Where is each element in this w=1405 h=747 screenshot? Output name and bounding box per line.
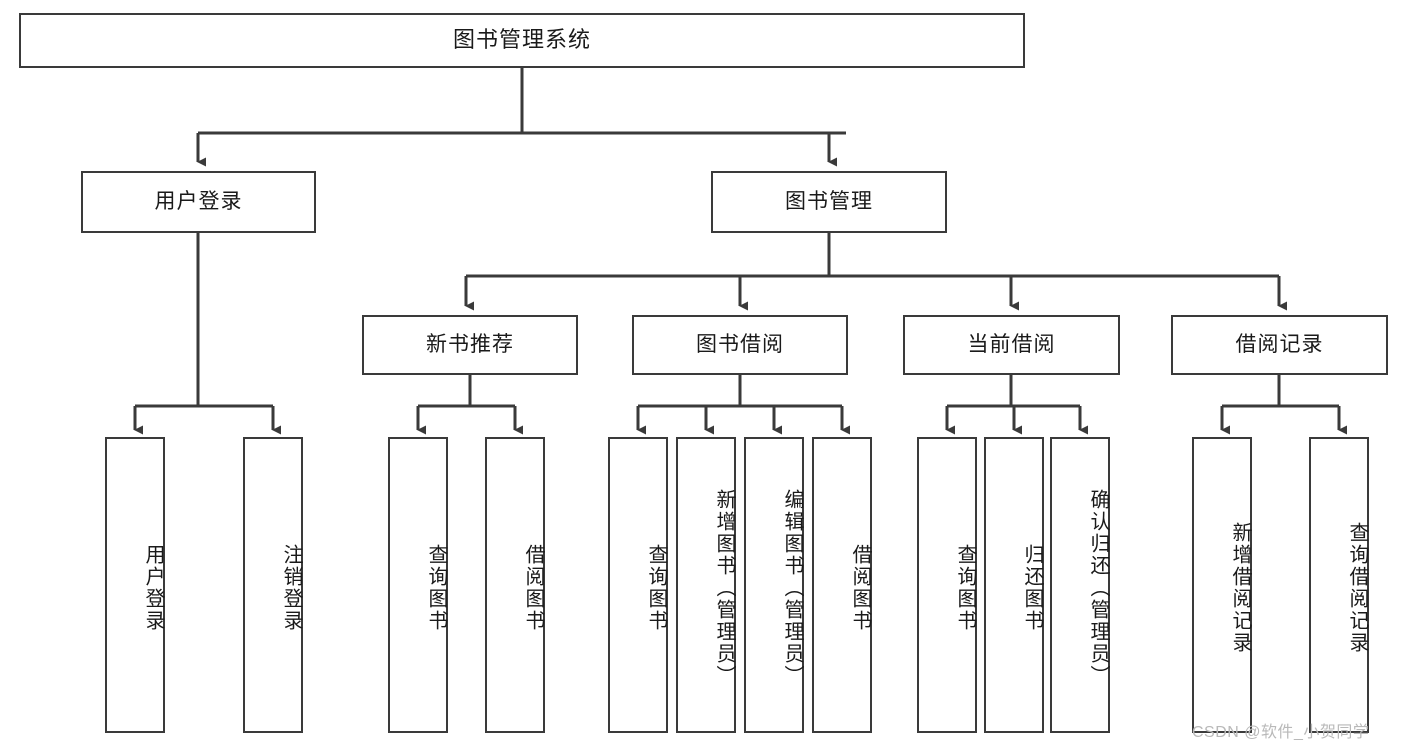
leaf-current-borrow-query-book[interactable]: 查询图书 xyxy=(917,437,977,733)
node-root-book-management-system[interactable]: 图书管理系统 xyxy=(19,13,1025,68)
node-label: 借阅图书 xyxy=(522,544,544,632)
leaf-book-borrow-borrow-book[interactable]: 借阅图书 xyxy=(812,437,872,733)
node-label: 用户登录 xyxy=(142,544,164,632)
leaf-current-borrow-confirm-return-admin[interactable]: 确认归还（管理员） xyxy=(1050,437,1110,733)
leaf-borrow-record-add-record[interactable]: 新增借阅记录 xyxy=(1192,437,1252,733)
node-label: 查询图书 xyxy=(425,544,447,632)
node-book-borrow[interactable]: 图书借阅 xyxy=(632,315,848,375)
node-label: 图书借阅 xyxy=(696,333,784,357)
node-current-borrow[interactable]: 当前借阅 xyxy=(903,315,1120,375)
node-label: 当前借阅 xyxy=(967,333,1056,357)
leaf-user-login-login[interactable]: 用户登录 xyxy=(105,437,165,733)
node-label: 新增借阅记录 xyxy=(1229,522,1251,654)
node-label: 注销登录 xyxy=(280,544,302,632)
node-label: 借阅图书 xyxy=(849,544,871,632)
node-label: 确认归还（管理员） xyxy=(1087,489,1109,687)
leaf-user-login-logout[interactable]: 注销登录 xyxy=(243,437,303,733)
leaf-new-book-borrow-book[interactable]: 借阅图书 xyxy=(485,437,545,733)
leaf-book-borrow-query-book[interactable]: 查询图书 xyxy=(608,437,668,733)
node-book-management[interactable]: 图书管理 xyxy=(711,171,947,233)
node-borrow-record[interactable]: 借阅记录 xyxy=(1171,315,1388,375)
leaf-book-borrow-add-book-admin[interactable]: 新增图书（管理员） xyxy=(676,437,736,733)
node-user-login[interactable]: 用户登录 xyxy=(81,171,316,233)
node-label: 新书推荐 xyxy=(426,333,514,357)
node-label: 用户登录 xyxy=(154,190,243,214)
leaf-borrow-record-query-record[interactable]: 查询借阅记录 xyxy=(1309,437,1369,733)
node-label: 归还图书 xyxy=(1021,544,1043,632)
leaf-current-borrow-return-book[interactable]: 归还图书 xyxy=(984,437,1044,733)
leaf-book-borrow-edit-book-admin[interactable]: 编辑图书（管理员） xyxy=(744,437,804,733)
node-label: 借阅记录 xyxy=(1235,333,1324,357)
node-label: 编辑图书（管理员） xyxy=(781,489,803,687)
node-label: 查询借阅记录 xyxy=(1346,522,1368,654)
node-new-book-recommend[interactable]: 新书推荐 xyxy=(362,315,578,375)
leaf-new-book-query-book[interactable]: 查询图书 xyxy=(388,437,448,733)
node-label: 查询图书 xyxy=(954,544,976,632)
node-label: 新增图书（管理员） xyxy=(713,489,735,687)
node-label: 图书管理系统 xyxy=(452,27,591,53)
node-label: 图书管理 xyxy=(785,190,873,214)
node-label: 查询图书 xyxy=(645,544,667,632)
watermark-text: CSDN @软件_小贺同学 xyxy=(1192,724,1370,741)
